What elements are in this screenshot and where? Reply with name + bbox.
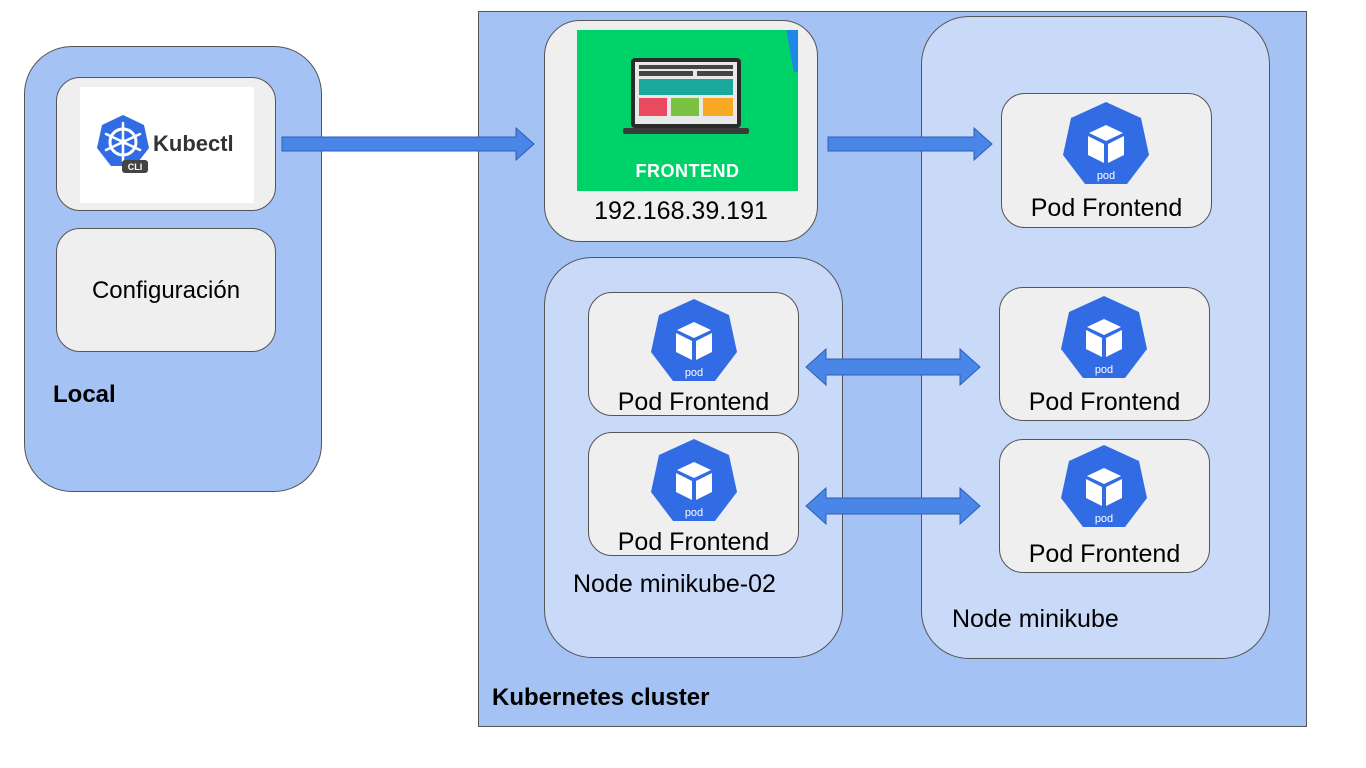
pod-icon: pod: [1063, 102, 1149, 184]
pod-card[interactable]: pod Pod Frontend: [999, 439, 1210, 573]
kubectl-logo: CLI Kubectl: [80, 87, 254, 203]
svg-text:pod: pod: [1095, 364, 1113, 376]
local-title: Local: [53, 381, 116, 408]
configuration-card[interactable]: Configuración: [56, 228, 276, 352]
svg-text:pod: pod: [1097, 170, 1115, 182]
cli-badge: CLI: [128, 162, 143, 172]
kubernetes-cluster-title: Kubernetes cluster: [492, 684, 710, 711]
pod-label: Pod Frontend: [617, 388, 770, 416]
configuration-label: Configuración: [91, 277, 241, 304]
pod-icon: pod: [651, 439, 737, 521]
kubectl-label: Kubectl: [153, 131, 234, 156]
banner-corner-accent: [786, 30, 798, 72]
node-minikube-label: Node minikube: [952, 605, 1119, 633]
pod-icon: pod: [1061, 445, 1147, 527]
frontend-banner: FRONTEND: [577, 30, 798, 191]
kubernetes-helm-icon: CLI: [97, 115, 149, 173]
svg-text:pod: pod: [685, 367, 703, 379]
pod-label: Pod Frontend: [1028, 540, 1181, 568]
pod-label: Pod Frontend: [617, 528, 770, 556]
arrow-service-to-pod: [827, 126, 993, 162]
pod-card[interactable]: pod Pod Frontend: [588, 292, 799, 416]
pod-label: Pod Frontend: [1030, 194, 1183, 222]
pod-card[interactable]: pod Pod Frontend: [999, 287, 1210, 421]
svg-text:pod: pod: [1095, 513, 1113, 525]
service-ip: 192.168.39.191: [594, 197, 768, 225]
pod-icon: pod: [651, 299, 737, 381]
arrow-bidirectional-2: [805, 486, 981, 526]
pod-card[interactable]: pod Pod Frontend: [588, 432, 799, 556]
svg-text:pod: pod: [685, 507, 703, 519]
arrow-bidirectional-1: [805, 347, 981, 387]
arrow-kubectl-to-service: [281, 126, 535, 162]
pod-label: Pod Frontend: [1028, 388, 1181, 416]
kubectl-card[interactable]: CLI Kubectl: [56, 77, 276, 211]
frontend-service-card[interactable]: FRONTEND 192.168.39.191: [544, 20, 818, 242]
laptop-icon: [623, 58, 749, 134]
frontend-banner-text: FRONTEND: [635, 161, 740, 181]
pod-card[interactable]: pod Pod Frontend: [1001, 93, 1212, 228]
pod-icon: pod: [1061, 296, 1147, 378]
node-minikube-02-label: Node minikube-02: [573, 570, 776, 598]
